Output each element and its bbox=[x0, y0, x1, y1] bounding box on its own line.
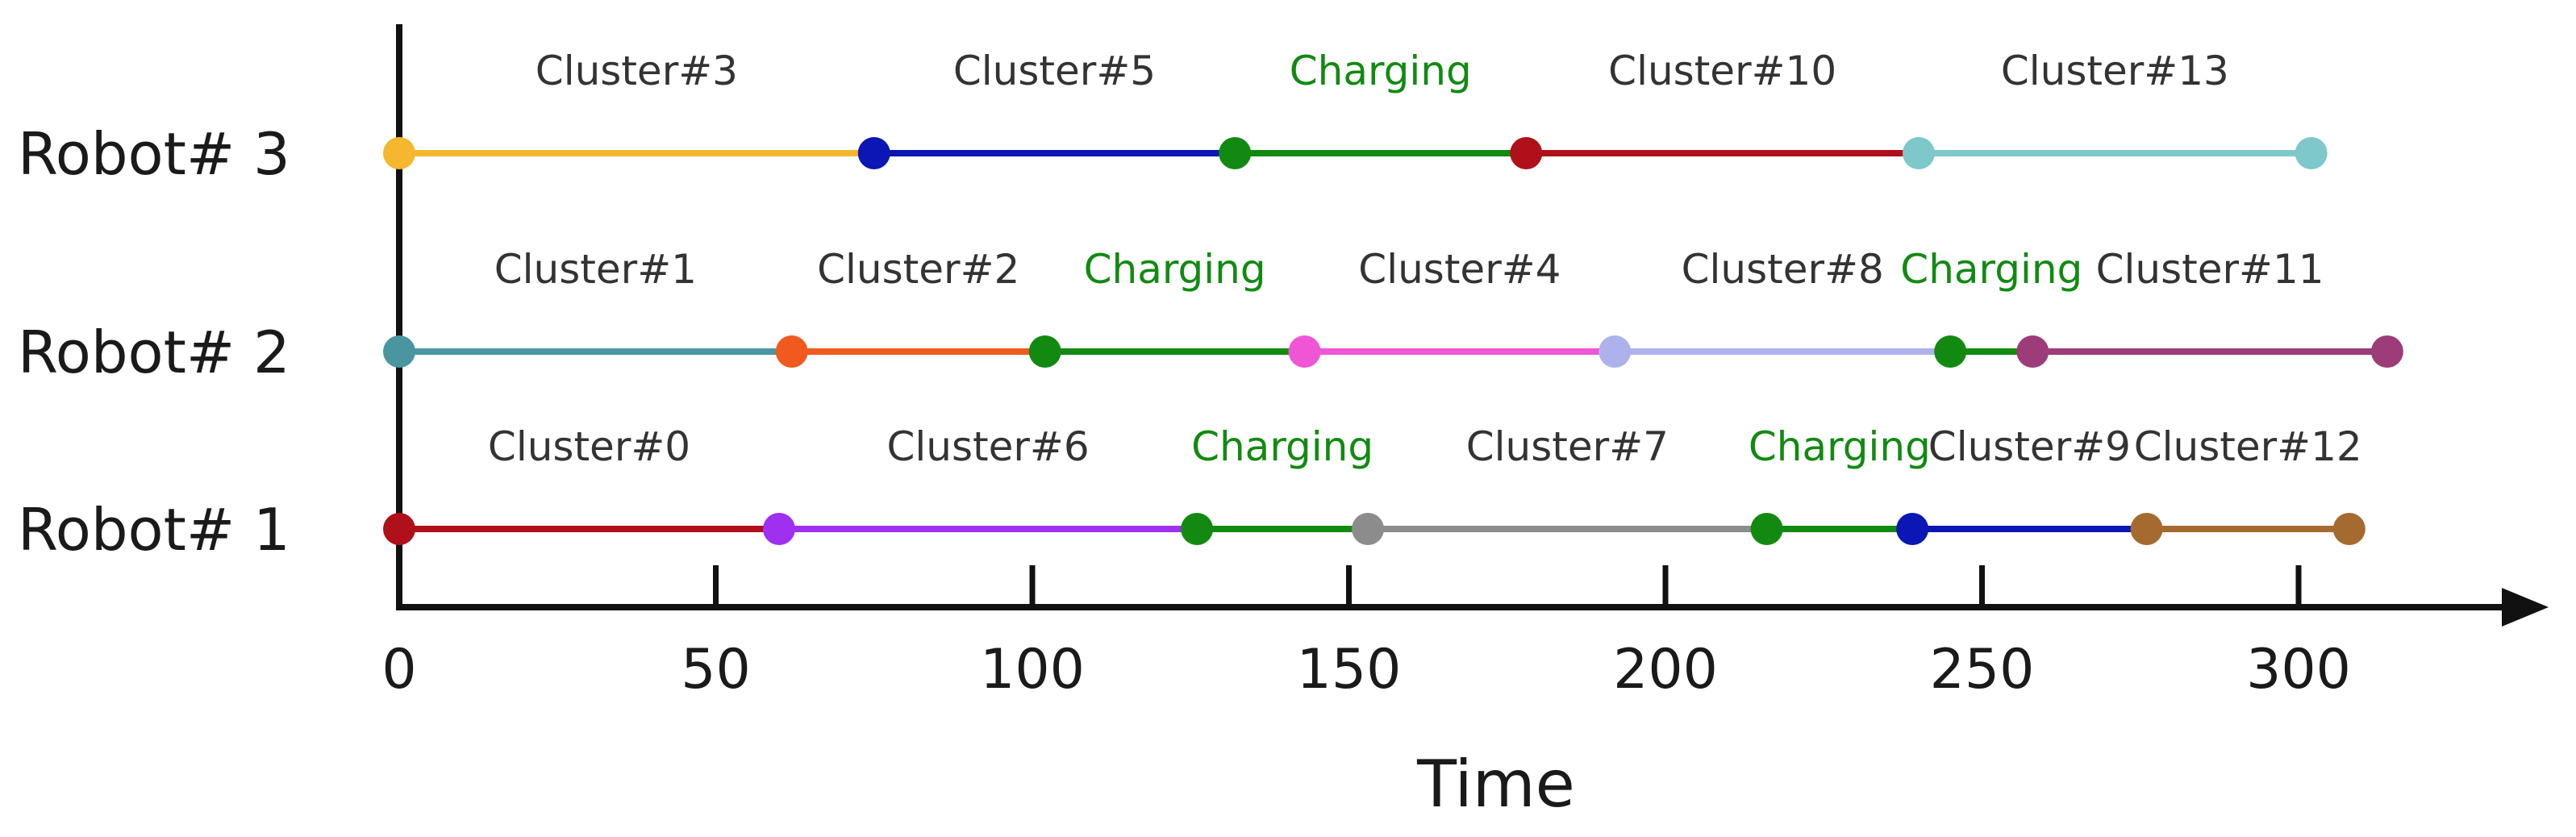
segment-start-point bbox=[1181, 513, 1214, 545]
segment-label: Charging bbox=[1900, 246, 2082, 293]
segment-label: Cluster#11 bbox=[2096, 246, 2324, 293]
x-tick-label: 150 bbox=[1297, 638, 1402, 702]
robot-label: Robot# 3 bbox=[18, 120, 290, 188]
segment-start-point bbox=[1219, 137, 1252, 169]
segment-start-point bbox=[1896, 513, 1929, 545]
x-axis-title: Time bbox=[1416, 747, 1575, 822]
segment-start-point bbox=[1288, 335, 1321, 368]
segment-start-point bbox=[383, 513, 415, 545]
segment-label: Cluster#4 bbox=[1358, 246, 1561, 293]
segment-start-point bbox=[1028, 335, 1061, 368]
segment-end-point bbox=[2332, 513, 2366, 545]
robot-label: Robot# 2 bbox=[18, 319, 290, 386]
x-tick-label: 0 bbox=[381, 638, 416, 702]
segment-label: Cluster#8 bbox=[1682, 246, 1884, 293]
x-tick-label: 250 bbox=[1930, 638, 2035, 702]
segment-label: Charging bbox=[1290, 48, 1472, 94]
segment-start-point bbox=[775, 335, 808, 368]
segment-label: Charging bbox=[1191, 423, 1373, 470]
segment-label: Cluster#3 bbox=[536, 48, 738, 94]
x-tick-label: 50 bbox=[681, 638, 751, 702]
segment-end-point bbox=[2370, 335, 2403, 368]
segment-start-point bbox=[1934, 335, 1967, 368]
segment-label: Cluster#1 bbox=[494, 246, 697, 293]
robot-row: Robot# 3 Cluster#3 Cluster#5 Charging Cluste… bbox=[18, 48, 2328, 188]
segment-start-point bbox=[857, 137, 890, 169]
x-axis-arrowhead bbox=[2502, 588, 2549, 627]
segment-start-point bbox=[1510, 137, 1543, 169]
segment-start-point bbox=[2016, 335, 2049, 368]
segment-label: Cluster#6 bbox=[886, 423, 1089, 470]
robot-label: Robot# 1 bbox=[18, 496, 290, 564]
segment-label: Cluster#9 bbox=[1928, 423, 2131, 470]
robot-row: Robot# 2 Cluster#1 Cluster#2 Charging Cluste… bbox=[18, 246, 2403, 386]
x-tick-label: 200 bbox=[1613, 638, 1718, 702]
segment-end-point bbox=[2295, 137, 2328, 169]
segment-label: Cluster#13 bbox=[2001, 48, 2229, 94]
segment-start-point bbox=[1750, 513, 1783, 545]
segment-label: Cluster#7 bbox=[1466, 423, 1669, 470]
x-axis-ticks: 0 50 100 150 200 250 300 bbox=[381, 565, 2351, 702]
chart-axes bbox=[396, 24, 2549, 627]
segment-start-point bbox=[2130, 513, 2163, 545]
segment-start-point bbox=[1599, 335, 1632, 368]
segment-label: Cluster#5 bbox=[953, 48, 1156, 94]
segment-start-point bbox=[763, 513, 795, 545]
segment-start-point bbox=[383, 137, 415, 169]
x-tick-label: 100 bbox=[980, 638, 1085, 702]
segment-label: Cluster#2 bbox=[817, 246, 1019, 293]
segment-start-point bbox=[1903, 137, 1935, 169]
segment-label: Charging bbox=[1084, 246, 1266, 293]
x-tick-label: 300 bbox=[2246, 638, 2351, 702]
segment-label: Cluster#10 bbox=[1608, 48, 1836, 94]
segment-start-point bbox=[383, 335, 415, 368]
segment-label: Charging bbox=[1749, 423, 1931, 470]
segment-label: Cluster#12 bbox=[2134, 423, 2362, 470]
segment-start-point bbox=[1352, 513, 1385, 545]
segment-label: Cluster#0 bbox=[488, 423, 690, 470]
